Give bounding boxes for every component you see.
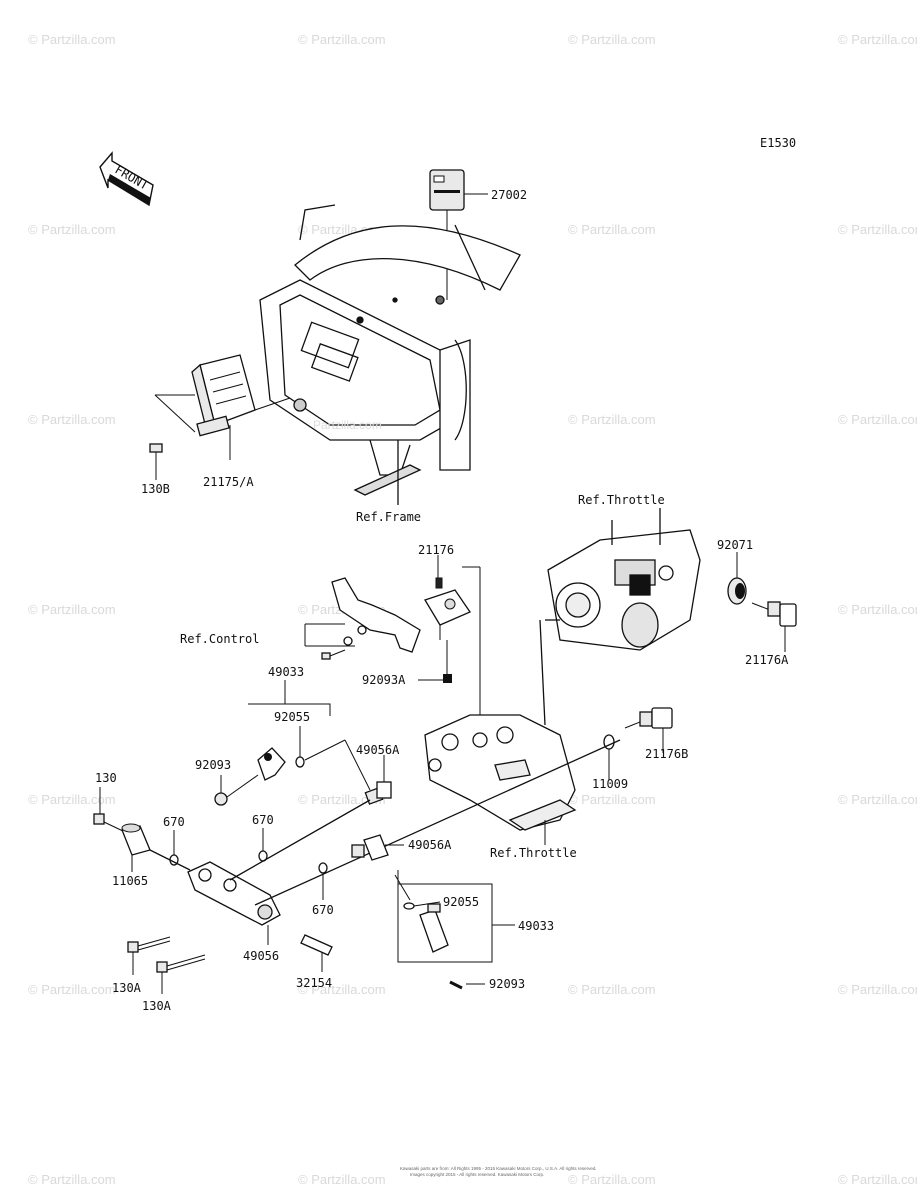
fuel-rail-49056 bbox=[149, 739, 621, 926]
throttle-lower-body bbox=[424, 619, 577, 831]
ref-throttle-bottom-label: Ref.Throttle bbox=[490, 846, 577, 860]
watermark-text: © Partzilla.com bbox=[838, 1172, 917, 1187]
fitting-49056a-lower bbox=[351, 834, 404, 861]
watermark-text: © Partzilla.com bbox=[838, 222, 917, 237]
part-label-92093-bottom: 92093 bbox=[489, 977, 525, 991]
watermark-text: © Partzilla.com bbox=[28, 792, 116, 807]
part-92071 bbox=[727, 552, 747, 605]
watermark-text: © Partzilla.com bbox=[28, 412, 116, 427]
part-label-21176: 21176 bbox=[418, 543, 454, 557]
part-label-130: 130 bbox=[95, 771, 117, 785]
bolt-130b bbox=[149, 443, 163, 480]
watermark-text: © Partzilla.com bbox=[838, 792, 917, 807]
o-ring-92093 bbox=[214, 792, 228, 806]
ref-throttle-top-label: Ref.Throttle bbox=[578, 493, 665, 507]
ecu-21175a bbox=[191, 354, 291, 460]
footer-copyright-2: Images copyright 2015 - All rights reser… bbox=[410, 1172, 544, 1177]
watermark-text: © Partzilla.com bbox=[838, 982, 917, 997]
front-arrow-icon: FRONT bbox=[99, 151, 154, 207]
part-label-49033-bottom: 49033 bbox=[518, 919, 554, 933]
watermark-text: © Partzilla.com bbox=[28, 982, 116, 997]
part-label-670-c: 670 bbox=[312, 903, 334, 917]
injector-lower bbox=[394, 874, 449, 953]
injector-upper bbox=[257, 739, 346, 781]
bracket-49033-top bbox=[248, 703, 331, 716]
bolt-130a bbox=[127, 936, 171, 953]
part-label-130a-b: 130A bbox=[142, 999, 172, 1013]
watermark-text: © Partzilla.com bbox=[298, 32, 386, 47]
part-label-670-b: 670 bbox=[252, 813, 274, 827]
throttle-body bbox=[547, 508, 701, 651]
part-label-27002: 27002 bbox=[491, 188, 527, 202]
watermark-text: © Partzilla.com bbox=[838, 32, 917, 47]
spacer-11065 bbox=[121, 823, 151, 856]
bolt-shaft bbox=[329, 649, 346, 657]
leader-line bbox=[226, 774, 259, 798]
watermark-text: © Partzilla.com bbox=[28, 1172, 116, 1187]
ref-frame-label: Ref.Frame bbox=[356, 510, 421, 524]
watermark-text: © Partzilla.com bbox=[838, 602, 917, 617]
part-label-21175a: 21175/A bbox=[203, 475, 254, 489]
watermark-text: © Partzilla.com bbox=[568, 982, 656, 997]
ref-control-label: Ref.Control bbox=[180, 632, 259, 646]
footer-copyright: Kawasaki parts are from: All Rights 1995… bbox=[400, 1166, 597, 1171]
bracket-49033-bottom bbox=[397, 870, 493, 963]
part-label-49033-top: 49033 bbox=[268, 665, 304, 679]
watermark-text: © Partzilla.com bbox=[568, 1172, 656, 1187]
watermark-text: © Partzilla.com bbox=[568, 412, 656, 427]
part-label-670-a: 670 bbox=[163, 815, 185, 829]
sensor-21176 bbox=[424, 555, 471, 640]
part-label-130b: 130B bbox=[141, 482, 170, 496]
watermark-text: © Partzilla.com bbox=[28, 222, 116, 237]
part-label-32154: 32154 bbox=[296, 976, 332, 990]
part-label-11009: 11009 bbox=[592, 777, 628, 791]
leader-line bbox=[154, 394, 196, 433]
part-label-21176b: 21176B bbox=[645, 747, 688, 761]
nut-92093a bbox=[443, 640, 452, 683]
watermark-text: © Partzilla.com bbox=[568, 32, 656, 47]
watermark-text: © Partzilla.com bbox=[838, 412, 917, 427]
bolt-icon bbox=[321, 652, 331, 660]
watermark-text: © Partzilla.com bbox=[28, 32, 116, 47]
center-watermark: Partzilla.com bbox=[313, 418, 382, 432]
control-bracket bbox=[331, 577, 421, 653]
part-label-92093-left: 92093 bbox=[195, 758, 231, 772]
part-label-130a-a: 130A bbox=[112, 981, 142, 995]
part-label-92055-top: 92055 bbox=[274, 710, 310, 724]
watermark-text: © Partzilla.com bbox=[568, 222, 656, 237]
part-label-92071: 92071 bbox=[717, 538, 753, 552]
part-label-49056a-lower: 49056A bbox=[408, 838, 452, 852]
sensor-21176a bbox=[751, 601, 797, 652]
pipe-32154 bbox=[300, 934, 333, 972]
frame-assembly bbox=[259, 204, 521, 505]
watermark-text: © Partzilla.com bbox=[298, 982, 386, 997]
part-label-11065: 11065 bbox=[112, 874, 148, 888]
part-label-49056a-upper: 49056A bbox=[356, 743, 400, 757]
diagram-code: E1530 bbox=[760, 136, 796, 150]
watermark-text: © Partzilla.com bbox=[298, 1172, 386, 1187]
watermark-text: © Partzilla.com bbox=[28, 602, 116, 617]
o-ring-92093-bottom bbox=[449, 980, 485, 990]
part-label-92055-bottom: 92055 bbox=[443, 895, 479, 909]
part-label-21176a: 21176A bbox=[745, 653, 789, 667]
bolt-130 bbox=[93, 813, 105, 825]
part-label-92093a: 92093A bbox=[362, 673, 406, 687]
o-ring-670 bbox=[318, 862, 328, 874]
bolt-130a bbox=[156, 954, 206, 973]
part-label-49056: 49056 bbox=[243, 949, 279, 963]
watermark-text: © Partzilla.com bbox=[568, 792, 656, 807]
sensor-21176b bbox=[624, 707, 673, 753]
